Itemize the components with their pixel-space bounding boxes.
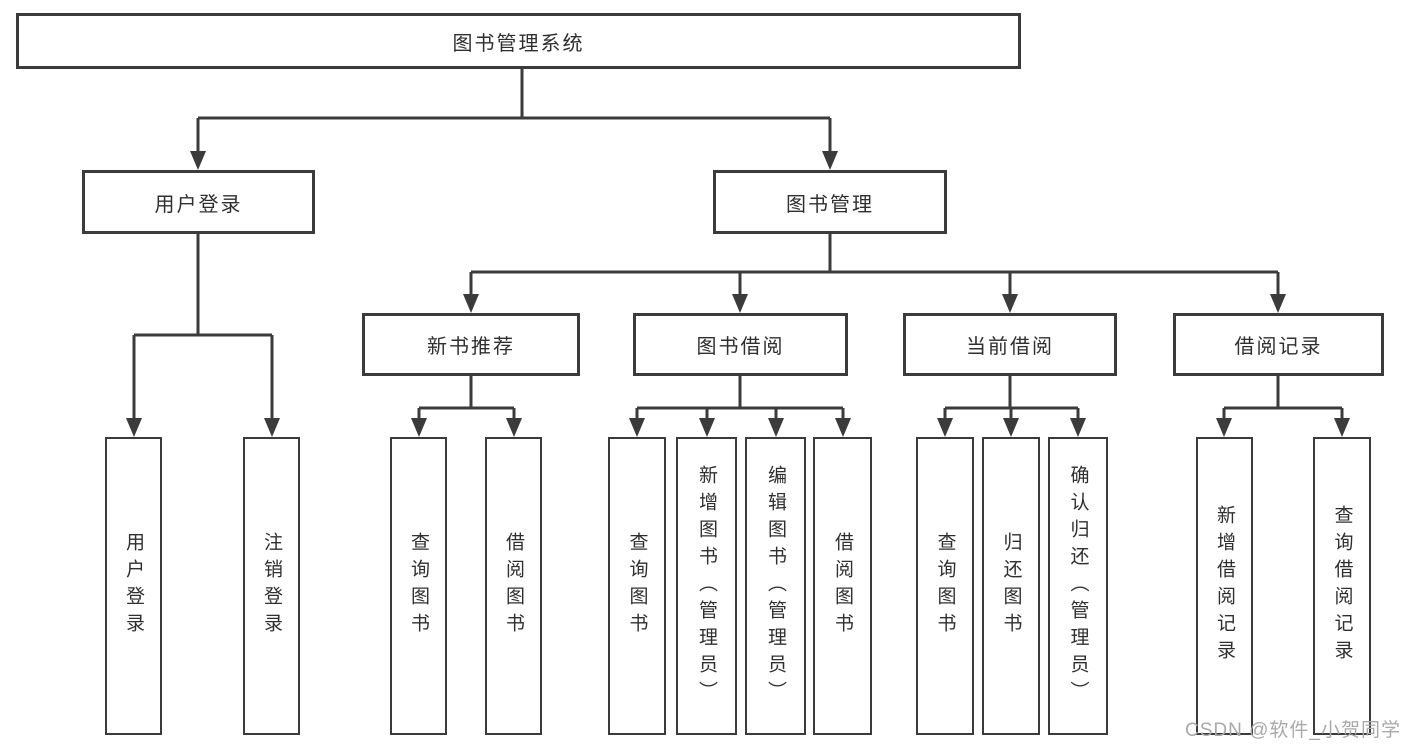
arrowhead-icon <box>1334 418 1350 437</box>
arrowhead-icon <box>190 151 206 170</box>
arrowhead-icon <box>1216 418 1232 437</box>
arrowhead-icon <box>699 418 715 437</box>
arrowhead-icon <box>822 151 838 170</box>
arrowhead-icon <box>463 294 479 313</box>
connector-root-to-level2 <box>196 69 832 152</box>
arrowhead-icon <box>732 294 748 313</box>
connector-book-management-children <box>469 234 1280 295</box>
node-book-borrowing: 图书借阅 <box>633 313 848 376</box>
node-leaf-borrow-books-recommend: 借阅图书 <box>485 437 542 735</box>
connector-lines <box>132 69 1344 419</box>
node-book-management: 图书管理 <box>713 170 947 234</box>
node-borrowing-records: 借阅记录 <box>1173 313 1384 376</box>
node-leaf-return-books: 归还图书 <box>982 437 1040 735</box>
node-leaf-logout: 注销登录 <box>243 437 300 735</box>
connector-new-book-children <box>417 376 516 419</box>
node-leaf-edit-book-admin: 编辑图书（管理员） <box>745 437 806 735</box>
connector-user-login-children <box>132 234 274 419</box>
node-user-login: 用户登录 <box>82 170 315 234</box>
arrowhead-icon <box>937 418 953 437</box>
node-leaf-query-books-borrow: 查询图书 <box>608 437 666 735</box>
arrowhead-icon <box>411 418 427 437</box>
node-leaf-confirm-return-admin: 确认归还（管理员） <box>1048 437 1108 735</box>
connector-current-borrow-children <box>943 376 1080 419</box>
connector-arrowheads <box>126 151 1350 437</box>
node-leaf-query-borrow-record: 查询借阅记录 <box>1313 437 1371 735</box>
node-leaf-add-book-admin: 新增图书（管理员） <box>676 437 737 735</box>
csdn-watermark: CSDN @软件_小贺同学 <box>1185 720 1401 741</box>
arrowhead-icon <box>629 418 645 437</box>
arrowhead-icon <box>1070 418 1086 437</box>
node-leaf-borrow-books: 借阅图书 <box>813 437 872 735</box>
arrowhead-icon <box>835 418 851 437</box>
arrowhead-icon <box>506 418 522 437</box>
connector-book-borrow-children <box>635 376 845 419</box>
node-current-borrowing: 当前借阅 <box>903 313 1117 376</box>
node-new-book-recommendation: 新书推荐 <box>362 313 580 376</box>
connector-borrow-records-children <box>1222 376 1344 419</box>
node-leaf-query-books-recommend: 查询图书 <box>390 437 447 735</box>
arrowhead-icon <box>1003 418 1019 437</box>
arrowhead-icon <box>1002 294 1018 313</box>
node-leaf-user-login: 用户登录 <box>105 437 162 735</box>
node-leaf-add-borrow-record: 新增借阅记录 <box>1196 437 1253 735</box>
node-leaf-query-books-current: 查询图书 <box>916 437 974 735</box>
node-library-management-system: 图书管理系统 <box>16 13 1021 69</box>
arrowhead-icon <box>1270 294 1286 313</box>
arrowhead-icon <box>264 418 280 437</box>
arrowhead-icon <box>768 418 784 437</box>
arrowhead-icon <box>126 418 142 437</box>
